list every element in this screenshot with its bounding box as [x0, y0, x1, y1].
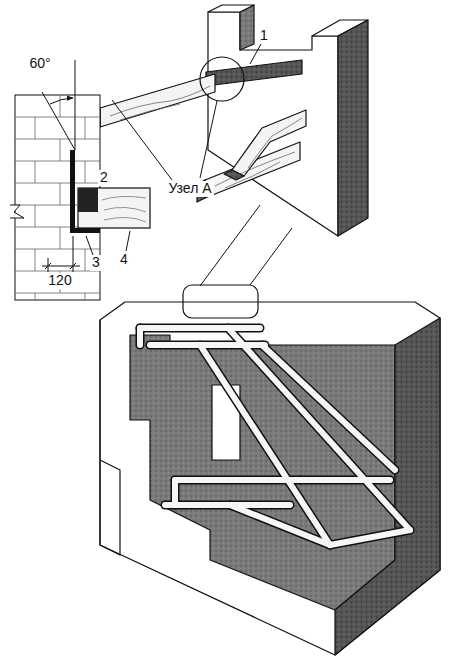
callout-number: 4 [118, 252, 130, 267]
node-label: Узел А [166, 181, 213, 196]
stair-member [300, 476, 390, 485]
dimension-120 [42, 236, 80, 272]
detail-callout-frame [183, 285, 258, 318]
upper-wall [206, 5, 368, 236]
steel-angle-3 [70, 150, 100, 233]
stair-member [230, 505, 330, 545]
stair-member [200, 345, 330, 545]
dimension-label: 120 [46, 273, 73, 288]
anchor-block-2 [78, 188, 98, 212]
stair-member [300, 477, 390, 483]
callout-number: 2 [98, 170, 110, 185]
lower-walls [100, 302, 440, 655]
stair-member [330, 530, 410, 545]
stair-member [140, 324, 260, 333]
callout-number: 1 [258, 28, 270, 43]
detail-circle [200, 57, 244, 101]
timber-beam-4 [78, 188, 150, 228]
stair-member [200, 345, 330, 545]
leader-lines [112, 44, 292, 286]
callout-number: 3 [90, 255, 102, 270]
angle-label: 60° [27, 56, 52, 71]
wooden-beams [92, 74, 306, 202]
stair-member [172, 480, 178, 505]
stair-member [137, 328, 143, 345]
stair-member [330, 530, 410, 545]
stair-member [175, 476, 300, 485]
angle-mark-60 [42, 60, 75, 150]
stair-frame [140, 328, 410, 545]
brick-wall-detail [10, 95, 100, 300]
stair-member [262, 345, 395, 470]
stair-member [175, 477, 300, 483]
stair-member [262, 345, 395, 470]
stair-member [140, 325, 260, 331]
